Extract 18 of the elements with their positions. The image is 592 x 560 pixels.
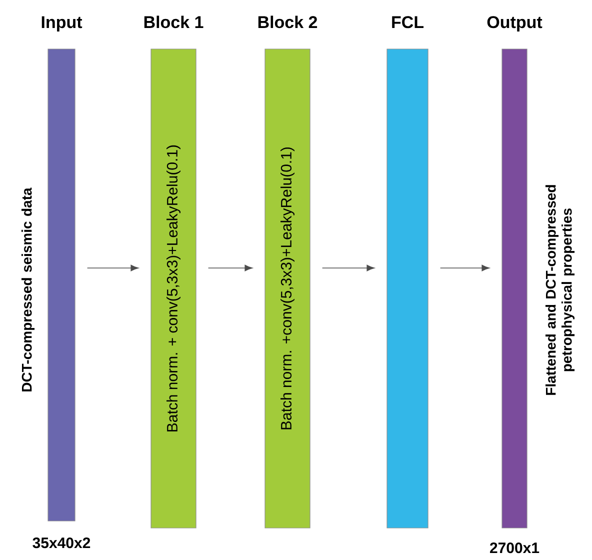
node-label: Output [487, 16, 542, 32]
node-label: FCL [392, 16, 424, 28]
layer-bar: Input [42, 16, 82, 522]
arrow [322, 264, 374, 272]
arrow [208, 264, 253, 272]
arrow [440, 264, 490, 272]
layer-description: Flattened and DCT-compressed petrophysical properties [545, 185, 575, 395]
node-label: Block 1 [144, 16, 204, 28]
node-label: Block 2 [258, 16, 318, 28]
layer-bar: Batch norm. +conv(5,3x3)+LeakyRelu(0.1) Block 2 [258, 16, 318, 528]
layer-bar: Batch norm. + conv(5,3x3)+LeakyRelu(0.1) Block 1 [144, 16, 204, 528]
arrow [86, 264, 139, 272]
node-label: Input [42, 16, 82, 32]
dimension-label: 35x40x2 [32, 538, 90, 548]
dimension-label: 2700x1 [490, 542, 540, 554]
layer-bar: FCL [386, 16, 428, 528]
layer-bar: Output [487, 16, 542, 528]
layer-description: DCT-compressed seismic data [21, 188, 35, 392]
